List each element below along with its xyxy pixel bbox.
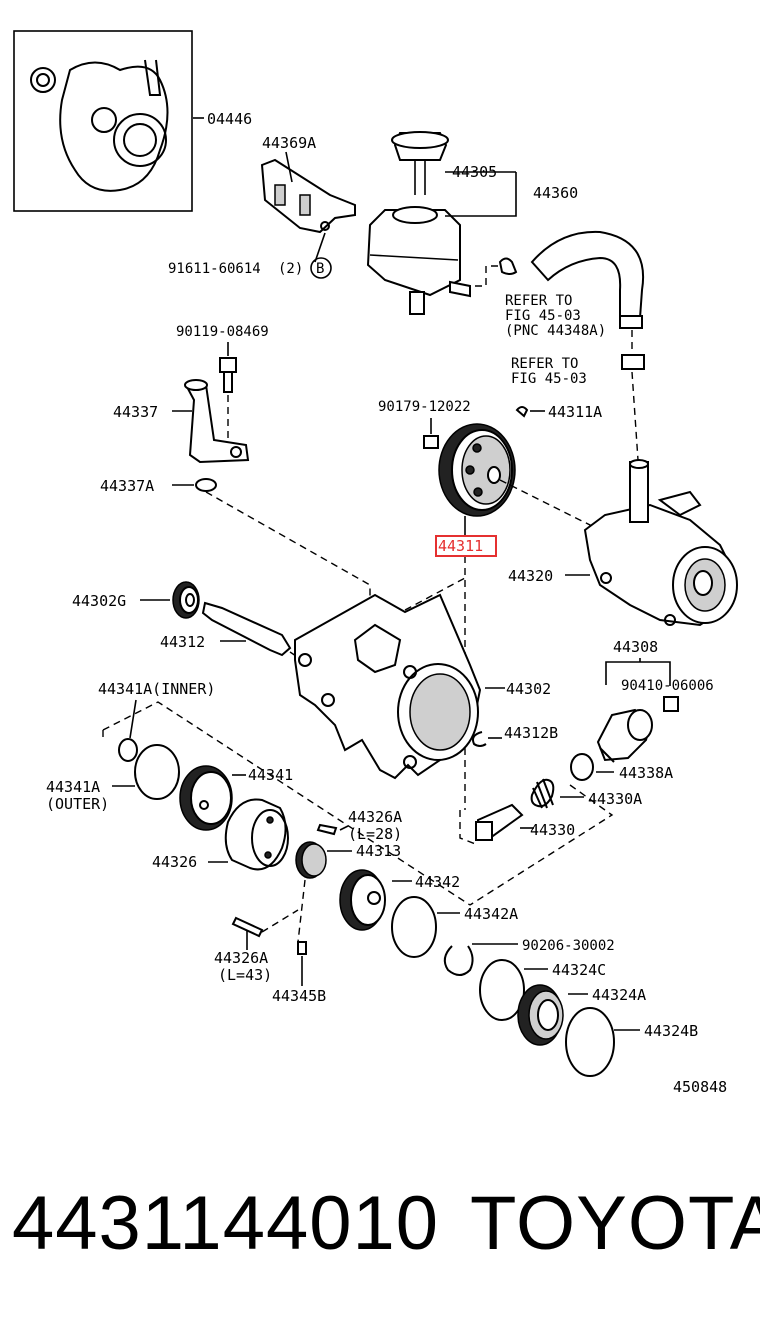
pin-44326a-long <box>231 909 299 950</box>
return-hose <box>530 230 645 461</box>
label-44302: 44302 <box>506 680 551 698</box>
label-44311: 44311 <box>438 537 483 555</box>
side-plate-44341 <box>179 765 246 831</box>
bearing-44302g <box>140 581 200 619</box>
label-90179: 90179-12022 <box>378 399 471 415</box>
housing-44302 <box>294 577 505 780</box>
snapring-44312b <box>472 731 502 747</box>
pin-44326a-short <box>316 823 349 836</box>
label-91611: 91611-60614 <box>168 261 261 277</box>
figure-number: 450848 <box>673 1078 727 1096</box>
pulley-44311 <box>438 423 601 810</box>
reservoir-assembly <box>366 131 517 315</box>
bolt-90119 <box>219 342 237 440</box>
label-44341: 44341 <box>248 766 293 784</box>
spring-44330a <box>530 778 584 809</box>
label-44326a-bot-2: (L=43) <box>218 966 272 984</box>
oring-44337a <box>172 478 371 598</box>
label-44337: 44337 <box>113 403 158 421</box>
label-44324b: 44324B <box>644 1022 698 1040</box>
highlight-box <box>435 535 497 557</box>
label-44313: 44313 <box>356 842 401 860</box>
nut-90179 <box>423 418 439 449</box>
oring-44338a <box>570 753 614 781</box>
hose-clamp <box>475 257 518 287</box>
label-44338a: 44338A <box>619 764 673 782</box>
label-44326a-bot-1: 44326A <box>214 949 268 967</box>
label-90206: 90206-30002 <box>522 938 615 954</box>
label-44324c: 44324C <box>552 961 606 979</box>
pipe-44337 <box>172 379 250 464</box>
label-44342: 44342 <box>415 873 460 891</box>
snapring-90206 <box>443 943 518 976</box>
label-44360: 44360 <box>533 184 578 202</box>
rotor-44313 <box>295 841 352 943</box>
label-44326a-top-1: 44326A <box>348 808 402 826</box>
label-44312b: 44312B <box>504 724 558 742</box>
label-44369a: 44369A <box>262 134 316 152</box>
refer2-line2: FIG 45-03 <box>511 371 587 387</box>
label-circle <box>310 257 332 279</box>
label-44326a-top-2: (L=28) <box>348 825 402 843</box>
label-44305: 44305 <box>452 163 497 181</box>
label-44342a: 44342A <box>464 905 518 923</box>
label-44330: 44330 <box>530 821 575 839</box>
bracket-44369a <box>260 151 356 263</box>
labels: 04446 44369A 44305 44360 91611-60614 (2)… <box>46 110 727 1096</box>
label-44341a-outer-2: (OUTER) <box>46 795 109 813</box>
pin-44345b <box>297 941 307 986</box>
label-04446: 04446 <box>207 110 252 128</box>
oring-44341a-inner <box>102 699 471 906</box>
footer-part-number: 4431144010 <box>12 1181 440 1266</box>
label-44311a: 44311A <box>548 403 602 421</box>
label-44320: 44320 <box>508 567 553 585</box>
label-44330a: 44330A <box>588 790 642 808</box>
refer2-line1: REFER TO <box>511 356 578 372</box>
footer-brand: TOYOTA <box>470 1181 760 1266</box>
shaft-44312 <box>201 601 303 661</box>
valve-44330 <box>459 784 614 906</box>
key-44311a <box>515 406 545 418</box>
valve-44308-group <box>596 658 679 763</box>
label-44302g: 44302G <box>72 592 126 610</box>
label-44345b: 44345B <box>272 987 326 1005</box>
label-44337a: 44337A <box>100 477 154 495</box>
label-90119: 90119-08469 <box>176 324 269 340</box>
snapring-44324b <box>565 1007 640 1077</box>
label-44324a: 44324A <box>592 986 646 1004</box>
label-91611-qty: (2) <box>278 261 303 277</box>
label-44326: 44326 <box>152 853 197 871</box>
cam-ring-44326 <box>208 798 289 871</box>
label-44312: 44312 <box>160 633 205 651</box>
pressure-plate-44342 <box>339 869 412 931</box>
oring-44341a-outer <box>112 744 180 800</box>
label-44341a-inner: 44341A(INNER) <box>98 680 215 698</box>
oring-44342a <box>391 896 460 958</box>
label-91611-circle: B <box>316 261 324 277</box>
label-44308: 44308 <box>613 638 658 656</box>
seal-44324a <box>517 984 588 1046</box>
label-90410: 90410-06006 <box>621 678 714 694</box>
pump-assembly-44320 <box>565 459 738 627</box>
oring-44324c <box>479 959 548 1021</box>
refer1-line1: REFER TO <box>505 293 572 309</box>
refer1-line2: FIG 45-03 <box>505 308 581 324</box>
label-44341a-outer-1: 44341A <box>46 778 100 796</box>
refer1-line3: (PNC 44348A) <box>505 323 606 339</box>
gasket-kit-inset <box>13 30 204 212</box>
